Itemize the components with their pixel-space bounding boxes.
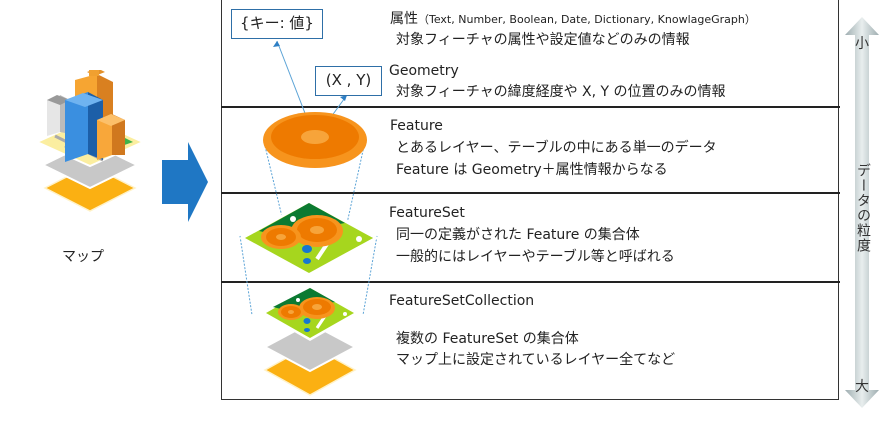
row-featureset-desc-2: 一般的にはレイヤーやテーブル等と呼ばれる [396, 249, 675, 265]
row-feature-desc-2: Feature は Geometry＋属性情報からなる [396, 162, 668, 178]
row-featureset-desc-1: 同一の定義がされた Feature の集合体 [396, 227, 640, 243]
row-feature-title: Feature [390, 118, 443, 134]
row-geometry-title: Geometry [389, 63, 459, 79]
map-label: マップ [62, 249, 104, 265]
row-feature-desc-1: とあるレイヤー、テーブルの中にある単一のデータ [396, 140, 717, 156]
feature-ellipse-icon [263, 112, 367, 168]
granularity-double-arrow-icon [845, 17, 879, 408]
row-featureset-title: FeatureSet [389, 205, 465, 221]
row-geometry-desc: 対象フィーチャの緯度経度や X, Y の位置のみの情報 [396, 84, 726, 100]
row-attributes-title: 属性（Text, Number, Boolean, Date, Dictiona… [390, 11, 756, 27]
featuresetcollection-stack-icon [261, 285, 359, 396]
row-featuresetcollection-desc-2: マップ上に設定されているレイヤー全てなど [396, 352, 676, 368]
row-divider [221, 106, 840, 108]
connector-line [239, 235, 253, 316]
right-arrow-icon [162, 142, 208, 222]
featureset-map-icon [239, 199, 379, 277]
row-attributes-desc: 対象フィーチャの属性や設定値などのみの情報 [396, 32, 690, 48]
row-featuresetcollection-title: FeatureSetCollection [389, 293, 535, 309]
row-featuresetcollection-desc-1: 複数の FeatureSet の集合体 [396, 331, 579, 347]
connector-line [362, 235, 378, 316]
granularity-large-label: 大 [855, 379, 869, 395]
row-divider [221, 281, 840, 283]
granularity-small-label: 小 [855, 36, 869, 52]
granularity-axis-label: データの粒度 [855, 163, 871, 253]
map-icon [34, 70, 146, 212]
geometry-xy-box: (X , Y) [315, 66, 382, 96]
row-divider [221, 192, 840, 194]
attribute-key-value-box: {キー: 値} [231, 9, 323, 39]
